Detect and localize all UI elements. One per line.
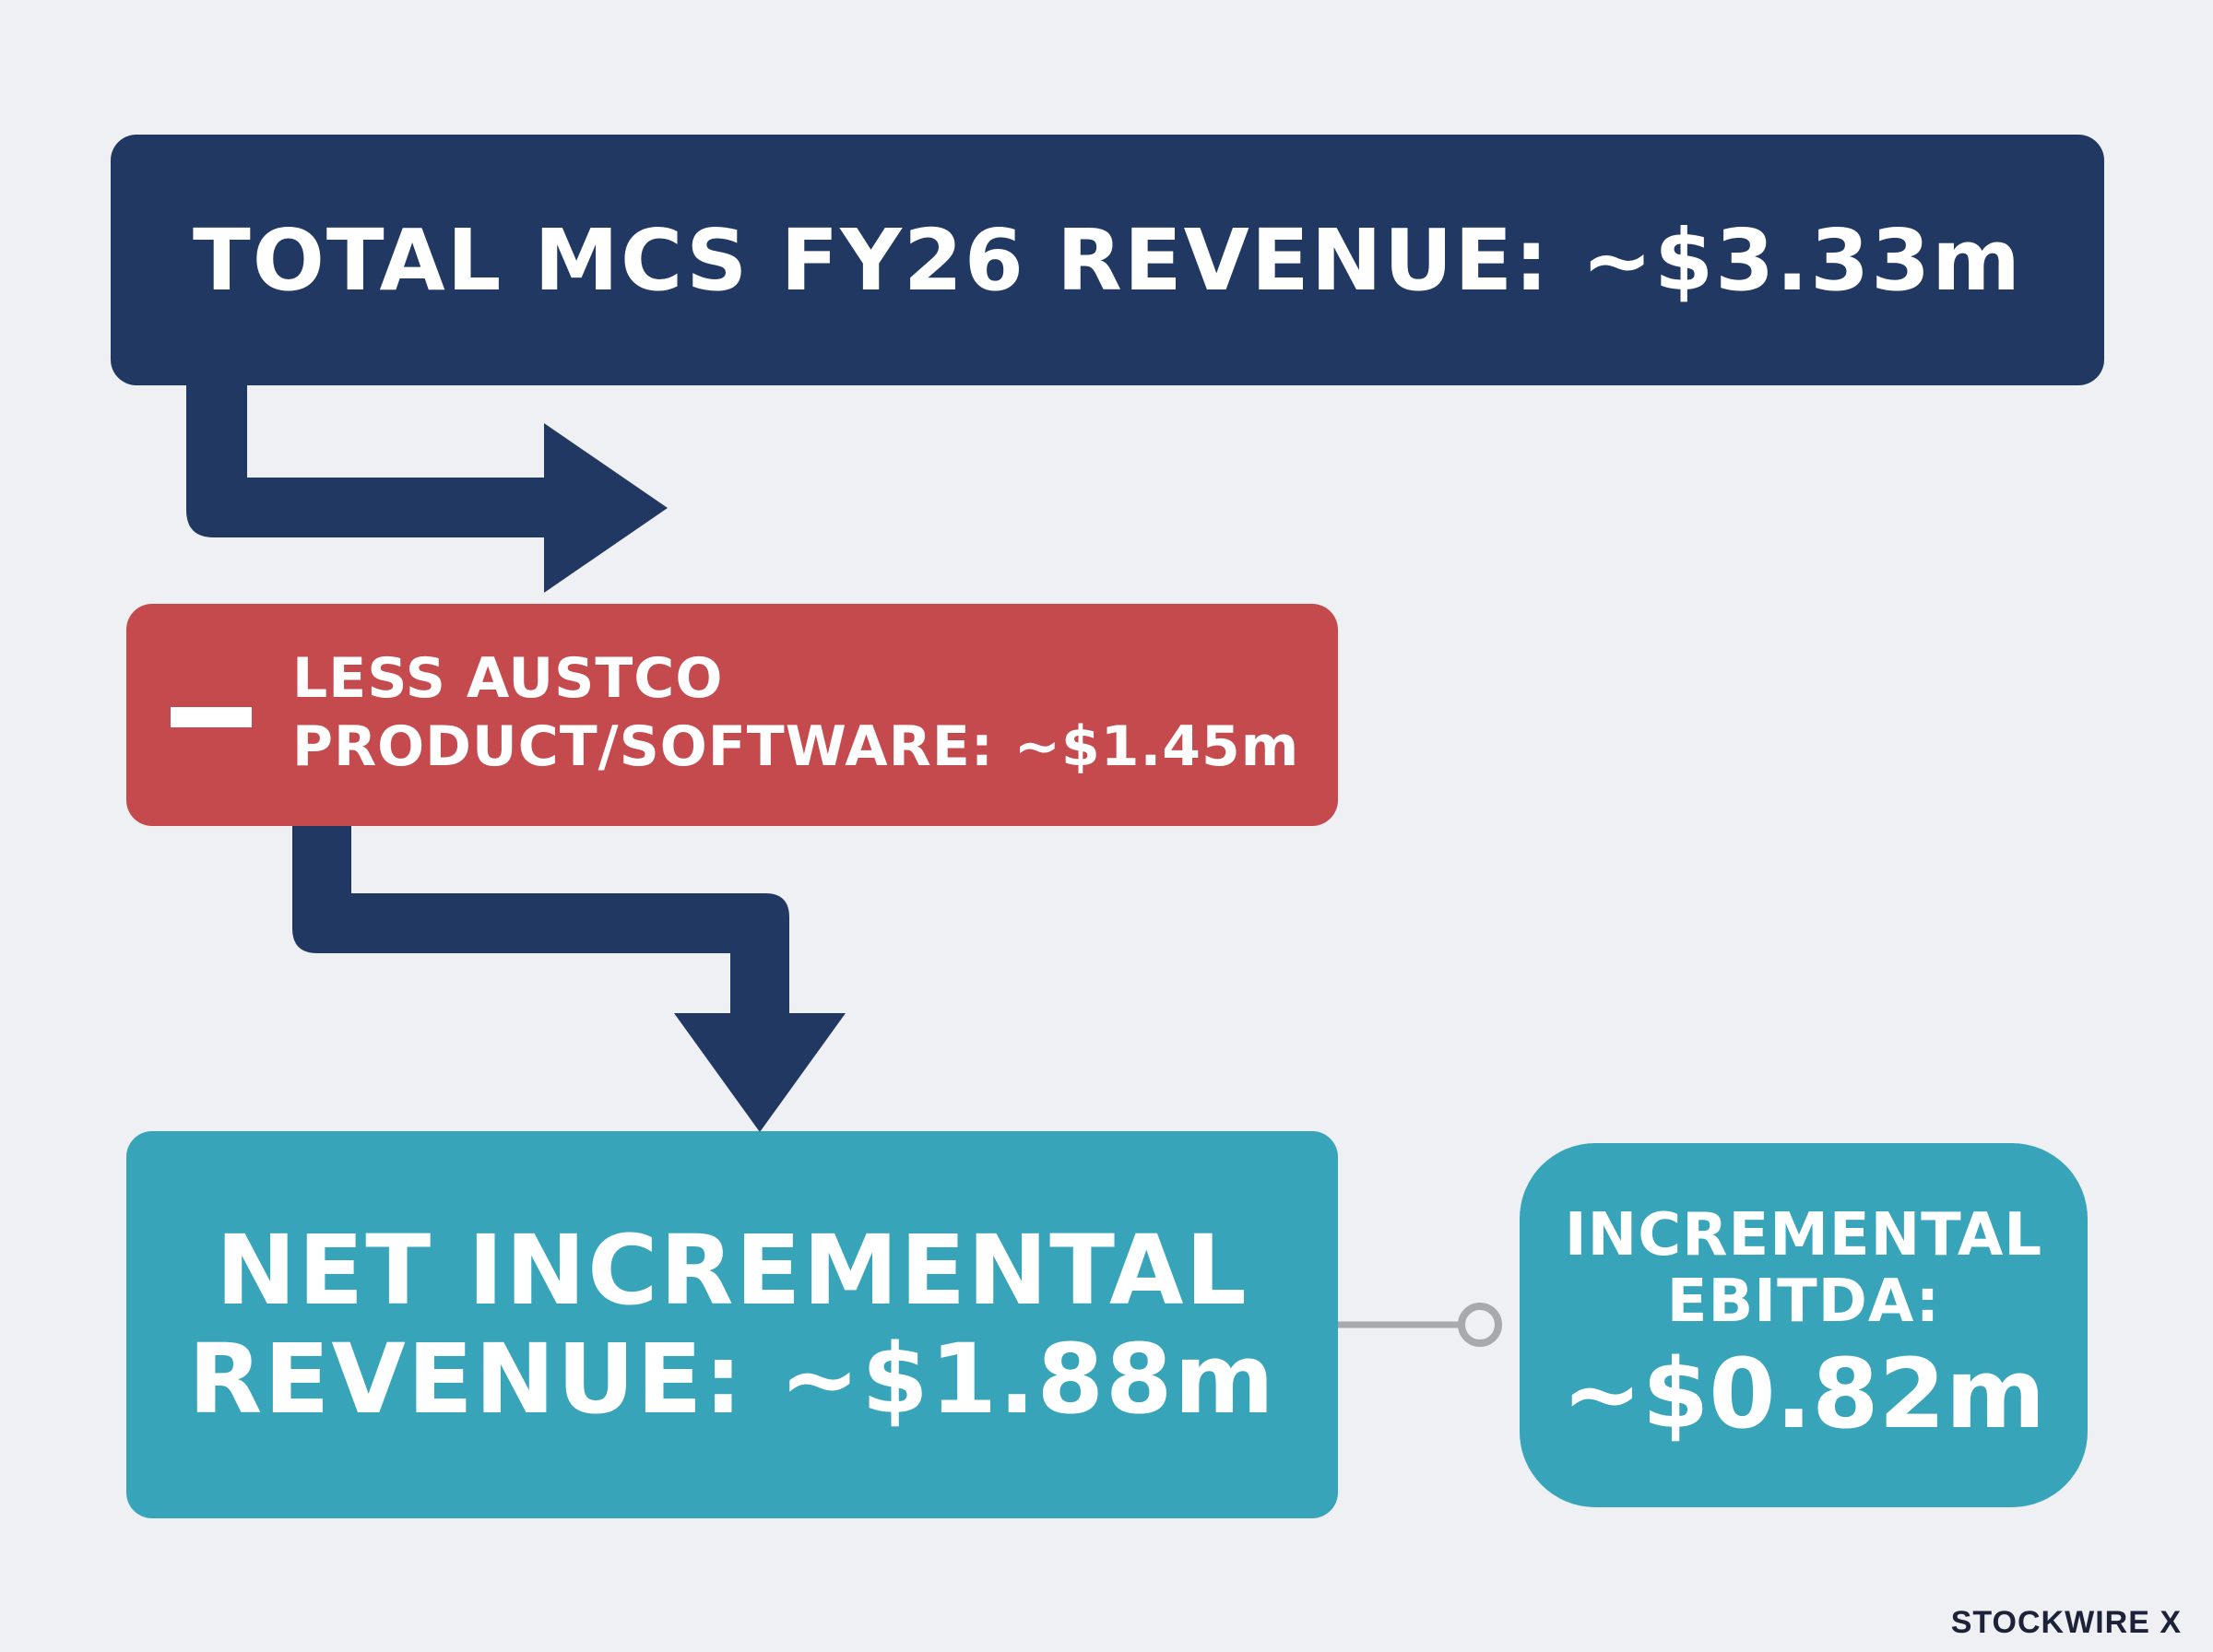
ebitda-label-line1: INCREMENTAL xyxy=(1564,1200,2043,1269)
ebitda-label-line2: EBITDA: xyxy=(1666,1267,1941,1336)
arrow-less-to-net xyxy=(292,820,846,1132)
less-austco-text: LESS AUSTCO PRODUCT/SOFTWARE: ~$1.45m xyxy=(292,644,1299,781)
connector-node xyxy=(1458,1303,1502,1347)
less-austco-line1: LESS AUSTCO xyxy=(292,646,724,711)
less-austco-line2: PRODUCT/SOFTWARE: ~$1.45m xyxy=(292,714,1300,779)
total-revenue-box: TOTAL MCS FY26 REVENUE: ~$3.33m xyxy=(111,135,2104,385)
stockwire-logo: STOCKWIRE X xyxy=(1950,1605,2182,1640)
net-incremental-text: NET INCREMENTAL REVENUE: ~$1.88m xyxy=(188,1216,1275,1434)
arrow-total-to-less xyxy=(186,378,668,593)
less-austco-box: LESS AUSTCO PRODUCT/SOFTWARE: ~$1.45m xyxy=(126,604,1338,826)
total-revenue-label: TOTAL MCS FY26 REVENUE: ~$3.33m xyxy=(192,210,2023,310)
incremental-ebitda-box: INCREMENTAL EBITDA: ~$0.82m xyxy=(1520,1143,2088,1507)
ebitda-value: ~$0.82m xyxy=(1561,1337,2046,1450)
net-incremental-line1: NET INCREMENTAL xyxy=(216,1214,1249,1327)
minus-icon xyxy=(171,707,252,727)
net-incremental-revenue-box: NET INCREMENTAL REVENUE: ~$1.88m xyxy=(126,1131,1338,1518)
net-incremental-line2: REVENUE: ~$1.88m xyxy=(188,1323,1276,1435)
